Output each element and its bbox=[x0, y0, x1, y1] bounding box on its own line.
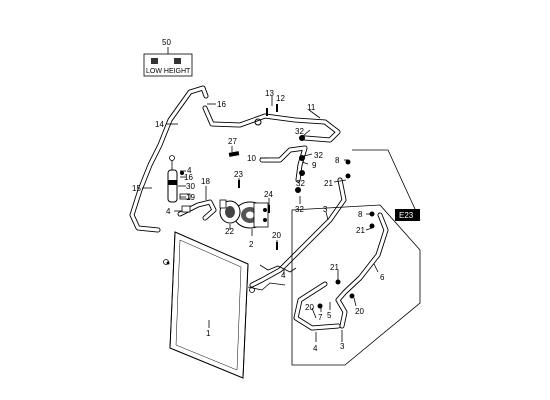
callout-4: 4 bbox=[313, 344, 318, 353]
callout-16: 16 bbox=[184, 173, 193, 182]
callout-16: 16 bbox=[217, 100, 226, 109]
receiver-drier bbox=[167, 155, 178, 203]
callout-21: 21 bbox=[356, 226, 365, 235]
callout-50: 50 bbox=[162, 38, 171, 47]
callout-21: 21 bbox=[324, 179, 333, 188]
low-height-inset: LOW HEIGHT bbox=[143, 47, 193, 77]
callout-7: 7 bbox=[318, 313, 323, 322]
callout-3: 3 bbox=[340, 342, 345, 351]
callout-32: 32 bbox=[295, 127, 304, 136]
e23-label: E23 bbox=[399, 211, 414, 220]
callout-21: 21 bbox=[330, 263, 339, 272]
callout-10: 10 bbox=[247, 154, 256, 163]
callout-14: 14 bbox=[155, 120, 164, 129]
connector-icon bbox=[151, 58, 158, 64]
callout-12: 12 bbox=[276, 94, 285, 103]
callout-27: 27 bbox=[228, 137, 237, 146]
condenser bbox=[163, 231, 255, 379]
callout-1: 1 bbox=[206, 329, 211, 338]
hoses bbox=[129, 85, 389, 331]
callout-11: 11 bbox=[307, 103, 316, 112]
callout-2: 2 bbox=[249, 240, 254, 249]
callout-19: 19 bbox=[186, 193, 195, 202]
callout-3: 3 bbox=[323, 205, 328, 214]
callout-8: 8 bbox=[335, 156, 340, 165]
callout-30: 30 bbox=[186, 182, 195, 191]
callout-6: 6 bbox=[380, 273, 385, 282]
callout-4: 4 bbox=[187, 166, 192, 175]
low-height-label: LOW HEIGHT bbox=[146, 68, 191, 75]
connector-icon bbox=[174, 58, 181, 64]
fittings bbox=[166, 104, 375, 309]
callout-8: 8 bbox=[358, 210, 363, 219]
callout-20: 20 bbox=[355, 307, 364, 316]
callout-24: 24 bbox=[264, 190, 273, 199]
callout-20: 20 bbox=[305, 303, 314, 312]
callout-18: 18 bbox=[201, 177, 210, 186]
callout-labels: 16 13 12 11 14 27 32 32 10 9 8 4 16 30 1… bbox=[132, 89, 385, 353]
callout-23: 23 bbox=[234, 170, 243, 179]
compressor-clutch bbox=[219, 199, 241, 224]
callout-9: 9 bbox=[312, 161, 317, 170]
callout-32: 32 bbox=[295, 205, 304, 214]
callout-15: 15 bbox=[132, 184, 141, 193]
callout-22: 22 bbox=[225, 227, 234, 236]
callout-32: 32 bbox=[296, 179, 305, 188]
compressor bbox=[233, 201, 269, 229]
callout-4: 4 bbox=[166, 207, 171, 216]
e23-detail-box: E23 bbox=[291, 204, 421, 366]
callout-20: 20 bbox=[272, 231, 281, 240]
leader-lines bbox=[142, 96, 379, 342]
callout-4: 4 bbox=[281, 271, 286, 280]
callout-13: 13 bbox=[265, 89, 274, 98]
callout-5: 5 bbox=[327, 311, 332, 320]
callout-32: 32 bbox=[314, 151, 323, 160]
